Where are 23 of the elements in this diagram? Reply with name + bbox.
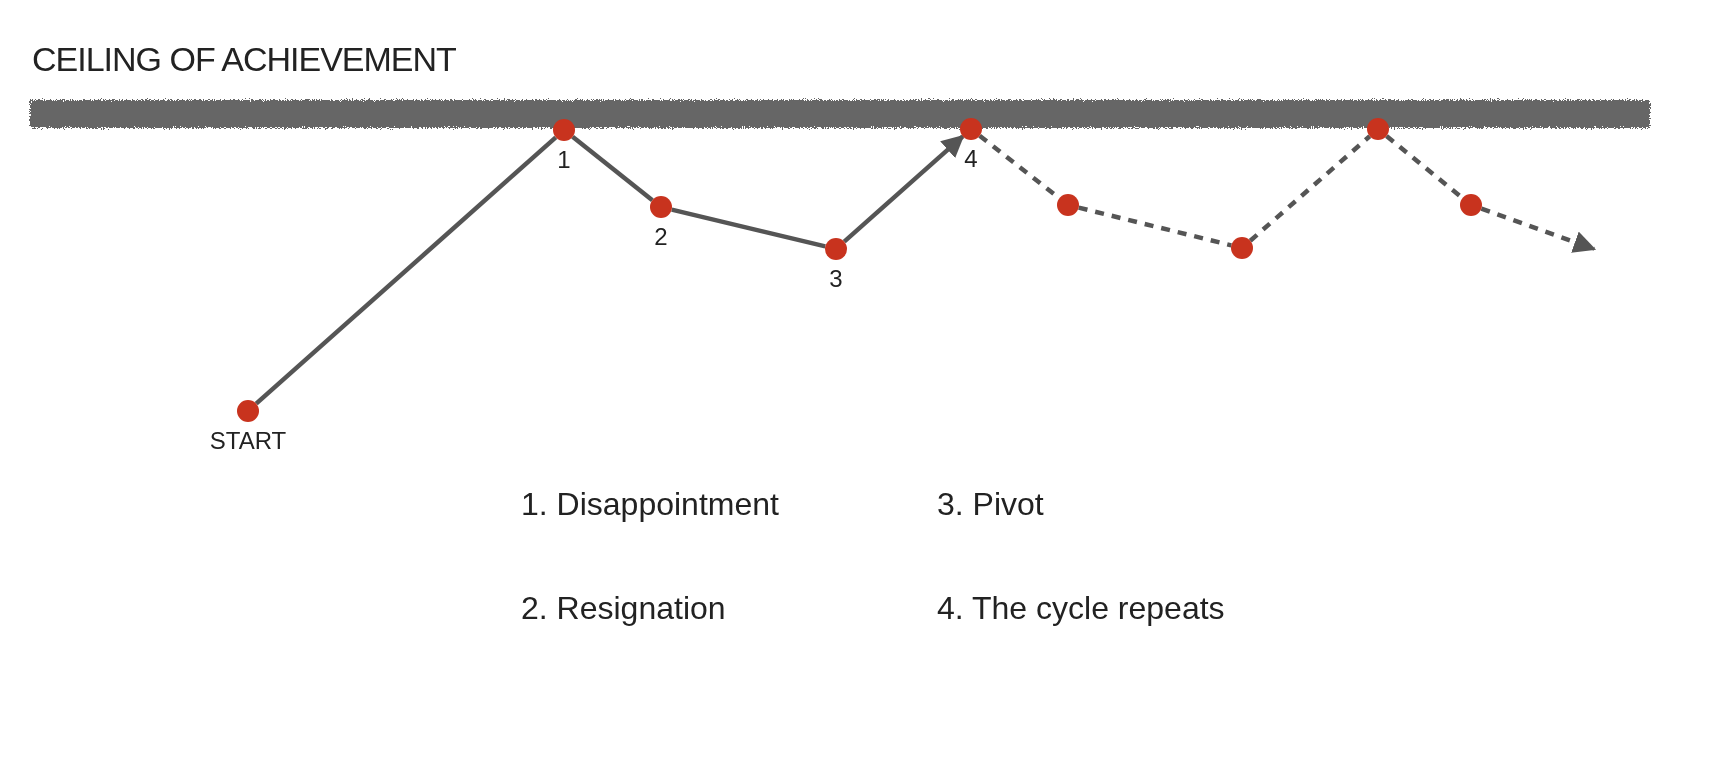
connector-line xyxy=(842,134,965,244)
legend-text: 1. Disappointment xyxy=(521,486,779,523)
connector-line xyxy=(1248,134,1372,243)
point-label: 4 xyxy=(964,145,978,173)
point-label: 2 xyxy=(654,223,668,251)
data-point xyxy=(650,196,672,218)
connector-line xyxy=(254,135,558,406)
connector-line xyxy=(1480,206,1597,253)
legend-text: 4. The cycle repeats xyxy=(937,590,1225,627)
point-label: START xyxy=(209,427,287,455)
connector-line xyxy=(671,207,826,249)
data-point xyxy=(237,400,259,422)
ceiling-heading: CEILING OF ACHIEVEMENT xyxy=(32,40,456,79)
data-point xyxy=(1460,194,1482,216)
data-point xyxy=(1231,237,1253,259)
connector-line xyxy=(1078,205,1232,248)
point-label: 3 xyxy=(829,265,843,293)
data-point xyxy=(1057,194,1079,216)
point-label: 1 xyxy=(557,146,571,174)
legend-text: 3. Pivot xyxy=(937,486,1044,523)
legend-text: 2. Resignation xyxy=(521,590,726,627)
data-point xyxy=(825,238,847,260)
connector-line xyxy=(571,135,654,202)
